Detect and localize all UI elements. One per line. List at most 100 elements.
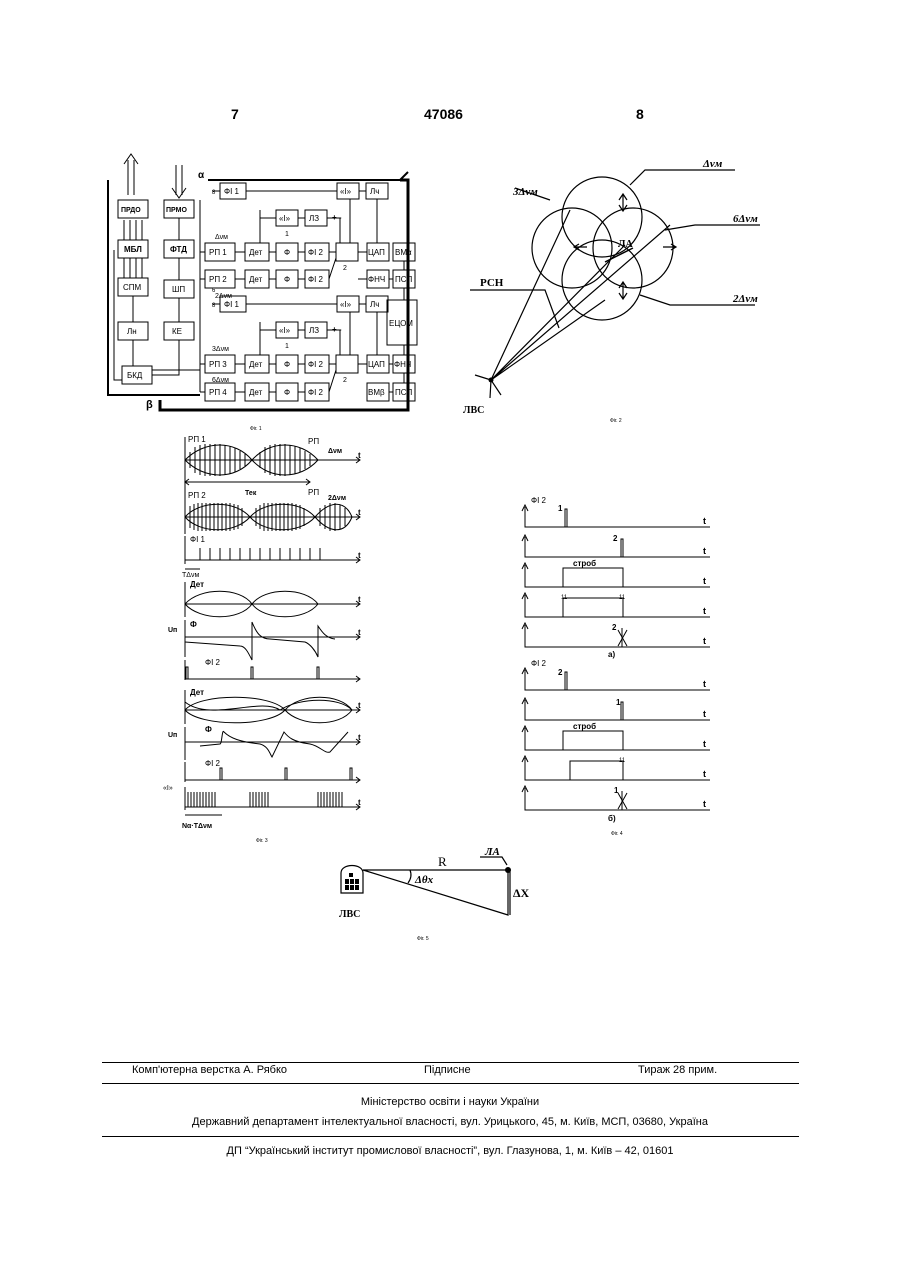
fig2-la: ЛА	[618, 239, 633, 250]
figure-4-pulse-diagram: ФІ 2 1 2 строб 11 11 2 а) ФІ 2 2 1 строб…	[515, 495, 720, 840]
fig1-rp4: РП 4	[209, 388, 227, 397]
footer-signed: Підписне	[424, 1064, 471, 1076]
page-number-right: 8	[636, 106, 644, 122]
fig1-f-3: Ф	[284, 360, 290, 369]
fig3-t-6: t	[358, 701, 361, 710]
fig1-f-2: Ф	[284, 275, 290, 284]
fig4-t-7: t	[703, 709, 706, 719]
fig1-ke: КЕ	[172, 327, 182, 336]
fig1-det-3: Дет	[249, 360, 263, 369]
page-number-left: 7	[231, 106, 239, 122]
fig1-vma: ВМα	[395, 248, 412, 257]
fig4-b-1: 1	[616, 698, 621, 707]
fig1-det-1: Дет	[249, 248, 263, 257]
fig4-a-2x: 2	[612, 623, 617, 632]
fig2-dv: Δνм	[702, 158, 723, 170]
fig3-fi2-2: ФІ 2	[205, 759, 221, 768]
fig4-fi2-a: ФІ 2	[531, 496, 547, 505]
fig4-tick-b: 11	[619, 758, 626, 764]
fig1-psp-top: ПСП	[395, 275, 413, 284]
fig3-f-2: Ф	[205, 725, 212, 734]
fig1-vmb: ВМβ	[368, 388, 385, 397]
fig3-t-2: t	[358, 508, 361, 517]
footer-circulation: Тираж 28 прим.	[638, 1064, 717, 1076]
fig3-t-1: t	[358, 451, 361, 460]
fig4-t-6: t	[703, 679, 706, 689]
fig1-rp2: РП 2	[209, 275, 227, 284]
fig1-lz-bottom: ЛЗ	[309, 326, 319, 335]
fig1-psp-bottom: ПСП	[395, 388, 413, 397]
fig1-n2-top: 2	[343, 265, 347, 272]
fig2-caption: Фіг. 2	[610, 418, 622, 424]
fig3-det-2: Дет	[190, 688, 204, 697]
fig1-alpha: α	[198, 170, 205, 181]
figure-3-timing-diagram: РП 1 РП Δνм РП 2 Тек РП 2Δνм ФІ 1 TΔνм Д…	[160, 432, 380, 847]
fig3-dv: Δνм	[328, 448, 342, 455]
fig1-fi2-4: ФІ 2	[308, 388, 324, 397]
fig3-tdv: TΔνм	[182, 572, 199, 579]
fig5-dx: ΔX	[513, 886, 530, 900]
fig1-mbl: МБЛ	[124, 245, 142, 254]
fig4-b-1x: 1	[614, 786, 619, 795]
fig5-lvs: ЛВС	[339, 909, 360, 920]
fig3-un-2: Uп	[168, 732, 177, 739]
fig1-n1-bottom: 1	[285, 343, 289, 350]
fig1-n2-bottom: 2	[343, 377, 347, 384]
fig3-nt: Nα·TΔνм	[182, 823, 212, 830]
fig4-b-2: 2	[558, 668, 563, 677]
fig4-t-8: t	[703, 739, 706, 749]
fig1-prdo: ПРДО	[121, 207, 141, 214]
fig3-un-1: Uп	[168, 627, 177, 634]
fig1-tsap-top: ЦАП	[368, 248, 385, 257]
fig3-t-4: t	[358, 595, 361, 604]
footer-department: Державний департамент інтелектуальної вл…	[0, 1116, 900, 1128]
fig5-r: R	[438, 854, 447, 869]
fig1-fnch-bottom: ФНЧ	[394, 360, 411, 369]
footer-rule-1	[102, 1062, 799, 1063]
fig1-det-4: Дет	[249, 388, 263, 397]
fig3-f-1: Ф	[190, 620, 197, 629]
fig3-rp-top: РП	[308, 437, 319, 446]
fig5-caption: Фіг. 5	[417, 936, 429, 942]
fig3-t-5: t	[358, 628, 361, 637]
fig1-spm: СПМ	[123, 283, 142, 292]
fig1-i-top: «І»	[340, 187, 352, 196]
figure-1-block-diagram: ПРДО ПРМО МБЛ ФТД СПМ ШП Лн КЕ БКД α β Р…	[100, 150, 440, 440]
fig3-rp-bottom: РП	[308, 488, 319, 497]
fig1-rp1: РП 1	[209, 248, 227, 257]
fig2-dv2: 2Δνм	[732, 293, 758, 305]
fig4-t-4: t	[703, 606, 706, 616]
fig1-shp: ШП	[172, 285, 185, 294]
fig3-rp1: РП 1	[188, 435, 206, 444]
fig3-rp2: РП 2	[188, 491, 206, 500]
fig1-li: Лн	[127, 327, 137, 336]
fig4-fi2-b: ФІ 2	[531, 659, 547, 668]
fig1-fi2-1: ФІ 2	[308, 248, 324, 257]
fig4-t-5: t	[703, 636, 706, 646]
fig1-det-2: Дет	[249, 275, 263, 284]
fig5-la: ЛА	[484, 846, 500, 858]
fig3-det-1: Дет	[190, 580, 204, 589]
footer-ministry: Міністерство освіти і науки України	[0, 1096, 900, 1108]
fig4-label-b: б)	[608, 814, 616, 823]
footer-rule-3	[102, 1136, 799, 1137]
fig4-t-3: t	[703, 576, 706, 586]
footer-rule-2	[102, 1083, 799, 1084]
fig1-i-bottom: «І»	[340, 300, 352, 309]
fig1-lch-top: Лч	[370, 187, 379, 196]
fig4-caption: Фіг. 4	[611, 831, 623, 837]
footer-layout: Комп'ютерна верстка А. Рябко	[132, 1064, 287, 1076]
fig1-f-4: Ф	[284, 388, 290, 397]
fig3-fi1: ФІ 1	[190, 535, 206, 544]
fig1-i-mid-top: «І»	[279, 214, 291, 223]
fig1-beta: β	[146, 399, 153, 411]
fig4-a-1: 1	[558, 504, 563, 513]
fig4-a-2: 2	[613, 534, 618, 543]
fig1-fi2-2: ФІ 2	[308, 275, 324, 284]
fig2-dv3: 3Δνм	[512, 186, 538, 198]
fig4-t-1: t	[703, 516, 706, 526]
fig1-fi1-bottom: ФІ 1	[224, 300, 240, 309]
fig1-i-mid-bottom: «І»	[279, 326, 291, 335]
fig4-tick-a2: 11	[619, 595, 626, 601]
footer-institute: ДП “Український інститут промислової вла…	[0, 1145, 900, 1157]
